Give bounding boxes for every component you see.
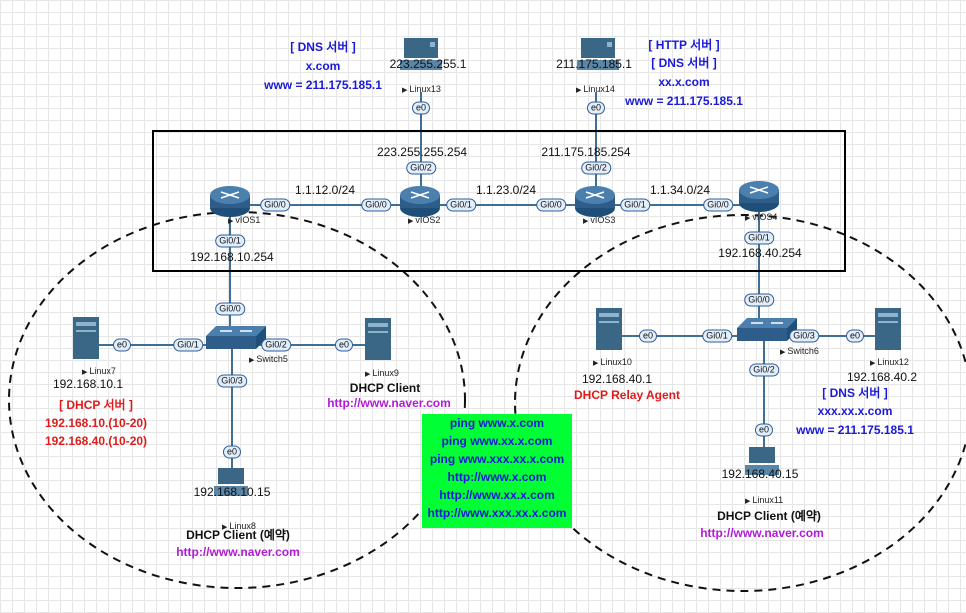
dns12-domain: xxx.xx.x.com <box>817 404 893 418</box>
vios3-wan-ip: 211.175.185.254 <box>541 145 631 159</box>
linux11-ip: 192.168.40.15 <box>721 467 799 481</box>
port-linux10-e0: e0 <box>638 329 658 343</box>
linux9-label: Linux9 <box>365 366 399 382</box>
linux8-role: DHCP Client (예약) <box>186 528 290 542</box>
vios4-router-icon[interactable] <box>739 181 779 212</box>
port-sw5-gi00: Gi0/0 <box>215 302 245 316</box>
port-vios4-gi00: Gi0/0 <box>703 198 733 212</box>
linux8-host-icon[interactable] <box>214 468 248 496</box>
switch5-label: Switch5 <box>249 352 288 368</box>
linux10-server-icon[interactable] <box>596 308 622 350</box>
test-command: ping www.x.com <box>449 416 545 430</box>
dns12-record: www = 211.175.185.1 <box>796 423 914 437</box>
dhcp-title: [ DHCP 서버 ] <box>59 398 133 412</box>
port-linux14-e0: e0 <box>586 101 606 115</box>
linux9-url: http://www.naver.com <box>327 396 451 410</box>
linux10-ip: 192.168.40.1 <box>581 372 653 386</box>
port-linux8-e0: e0 <box>222 445 242 459</box>
port-sw5-gi01: Gi0/1 <box>173 338 203 352</box>
port-sw5-gi03: Gi0/3 <box>217 374 247 388</box>
dns14-domain: xx.x.com <box>658 75 710 89</box>
vios3-label: vIOS3 <box>583 213 615 229</box>
dns13-title: [ DNS 서버 ] <box>290 40 356 54</box>
port-vios2-gi01: Gi0/1 <box>446 198 476 212</box>
dns14-record: www = 211.175.185.1 <box>625 94 743 108</box>
linux10-role: DHCP Relay Agent <box>573 388 681 402</box>
lan-40-ellipse <box>514 214 966 592</box>
linux7-ip: 192.168.10.1 <box>52 377 124 391</box>
vios4-label: vIOS4 <box>745 210 777 226</box>
test-command: ping www.xx.x.com <box>441 434 553 448</box>
linux12-server-icon[interactable] <box>875 308 901 350</box>
linux8-url: http://www.naver.com <box>176 545 300 559</box>
linux11-label: Linux11 <box>745 493 783 509</box>
wan-box <box>152 130 846 272</box>
switch5-icon[interactable] <box>206 326 266 349</box>
port-vios3-gi01: Gi0/1 <box>620 198 650 212</box>
linux14-host-icon[interactable] <box>577 38 619 70</box>
linux8-ip: 192.168.10.15 <box>193 485 271 499</box>
linux12-ip: 192.168.40.2 <box>846 370 918 384</box>
port-vios4-gi01: Gi0/1 <box>744 231 774 245</box>
linux13-label: Linux13 <box>402 82 441 98</box>
test-command: http://www.xxx.xx.x.com <box>427 506 567 520</box>
test-commands-box: ping www.x.com ping www.xx.x.com ping ww… <box>422 414 572 528</box>
linux7-label: Linux7 <box>82 364 116 380</box>
port-vios3-gi00: Gi0/0 <box>536 198 566 212</box>
net12-label: 1.1.12.0/24 <box>294 183 356 197</box>
port-sw6-gi00: Gi0/0 <box>744 293 774 307</box>
dns13-domain: x.com <box>305 59 341 73</box>
vios4-lan-ip: 192.168.40.254 <box>718 246 802 260</box>
dhcp-range-40: 192.168.40.(10-20) <box>44 434 148 448</box>
test-command: http://www.x.com <box>447 470 547 484</box>
port-vios2-gi00: Gi0/0 <box>361 198 391 212</box>
port-sw6-gi03: Gi0/3 <box>789 329 819 343</box>
linux8-label: Linux8 <box>222 519 256 535</box>
linux13-ip: 223.255.255.1 <box>389 57 467 71</box>
linux11-host-icon[interactable] <box>745 447 779 475</box>
dns13-record: www = 211.175.185.1 <box>264 78 382 92</box>
linux9-server-icon[interactable] <box>365 318 391 360</box>
dns14-title: [ DNS 서버 ] <box>651 56 717 70</box>
vios2-label: vIOS2 <box>408 213 440 229</box>
port-vios3-gi02: Gi0/2 <box>581 161 611 175</box>
vios1-lan-ip: 192.168.10.254 <box>190 250 274 264</box>
net23-label: 1.1.23.0/24 <box>475 183 537 197</box>
port-vios1-gi01: Gi0/1 <box>215 234 245 248</box>
vios1-label: vIOS1 <box>228 213 260 229</box>
test-command: ping www.xxx.xx.x.com <box>429 452 565 466</box>
switch6-icon[interactable] <box>737 318 797 341</box>
port-linux12-e0: e0 <box>845 329 865 343</box>
port-linux13-e0: e0 <box>411 101 431 115</box>
http14-title: [ HTTP 서버 ] <box>648 38 720 52</box>
linux13-host-icon[interactable] <box>400 38 442 70</box>
port-linux11-e0: e0 <box>754 423 774 437</box>
linux7-server-icon[interactable] <box>73 317 99 359</box>
port-sw6-gi01: Gi0/1 <box>702 329 732 343</box>
net34-label: 1.1.34.0/24 <box>649 183 711 197</box>
port-linux9-e0: e0 <box>334 338 354 352</box>
port-sw5-gi02: Gi0/2 <box>261 338 291 352</box>
dhcp-range-10: 192.168.10.(10-20) <box>44 416 148 430</box>
port-vios1-gi00: Gi0/0 <box>260 198 290 212</box>
linux10-label: Linux10 <box>593 355 632 371</box>
linux14-label: Linux14 <box>576 82 615 98</box>
port-vios2-gi02: Gi0/2 <box>406 161 436 175</box>
vios2-wan-ip: 223.255.255.254 <box>376 145 468 159</box>
switch6-label: Switch6 <box>780 344 819 360</box>
dns12-title: [ DNS 서버 ] <box>822 386 888 400</box>
linux11-url: http://www.naver.com <box>700 526 824 540</box>
port-sw6-gi02: Gi0/2 <box>749 363 779 377</box>
port-linux7-e0: e0 <box>112 338 132 352</box>
test-command: http://www.xx.x.com <box>439 488 555 502</box>
linux14-ip: 211.175.185.1 <box>556 57 632 71</box>
linux12-label: Linux12 <box>870 355 909 371</box>
linux11-role: DHCP Client (예약) <box>717 509 821 523</box>
linux9-role: DHCP Client <box>349 381 421 395</box>
